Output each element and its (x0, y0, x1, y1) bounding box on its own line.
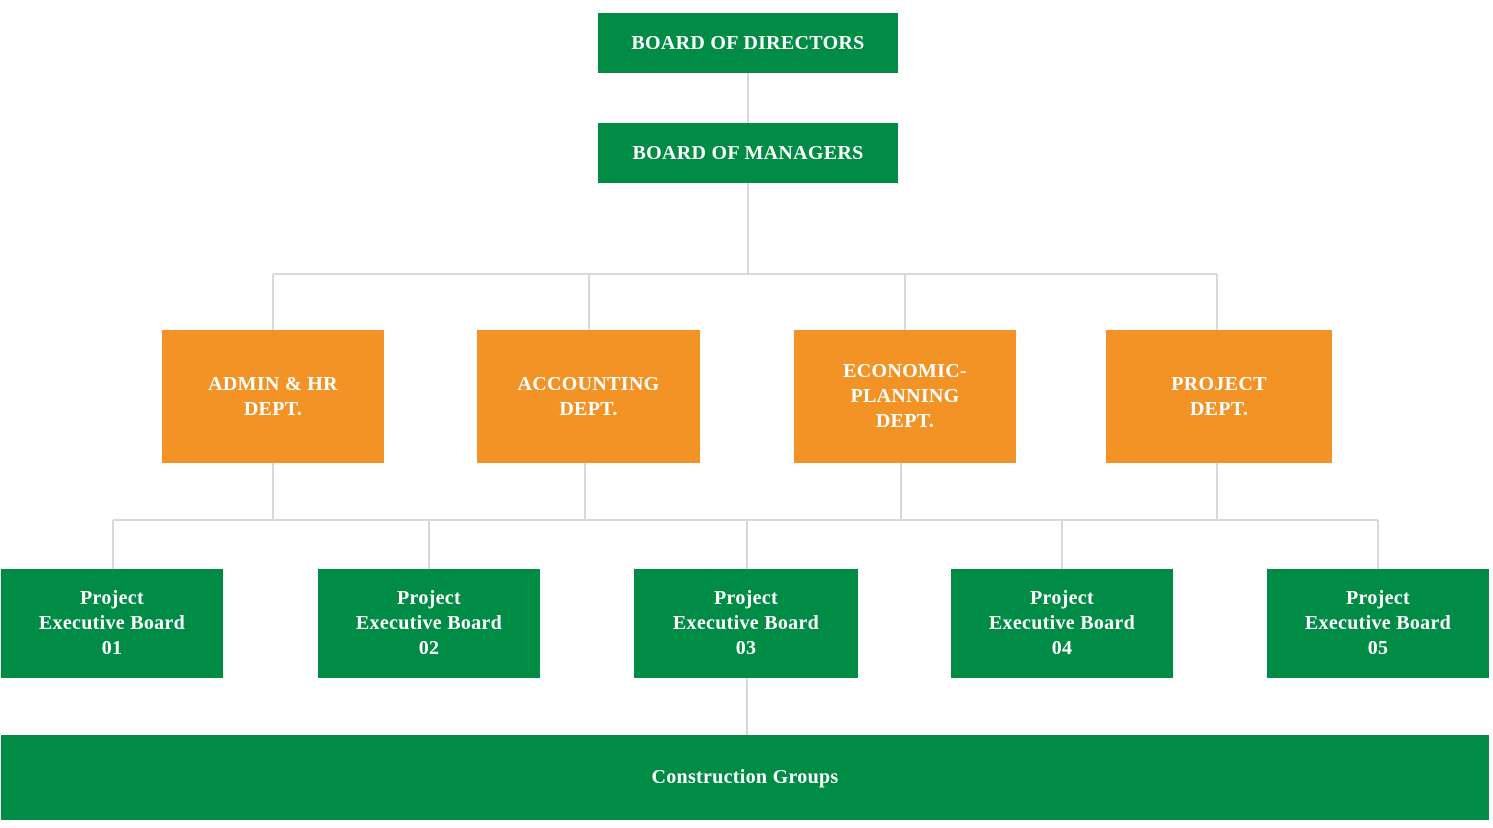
node-construction-groups: Construction Groups (1, 735, 1489, 820)
node-label: Project Executive Board 01 (38, 587, 186, 659)
node-label: Construction Groups (651, 766, 839, 788)
node-economic-planning-dept: ECONOMIC- PLANNING DEPT. (794, 330, 1016, 463)
node-project-executive-board-03: Project Executive Board 03 (634, 569, 858, 678)
node-project-dept: PROJECT DEPT. (1106, 330, 1332, 463)
node-label: ECONOMIC- PLANNING DEPT. (843, 360, 967, 432)
node-project-executive-board-01: Project Executive Board 01 (1, 569, 223, 678)
node-label: Project Executive Board 02 (355, 587, 503, 659)
node-label: Project Executive Board 04 (988, 587, 1136, 659)
node-project-executive-board-02: Project Executive Board 02 (318, 569, 540, 678)
node-accounting-dept: ACCOUNTING DEPT. (477, 330, 700, 463)
node-label: Project Executive Board 05 (1304, 587, 1452, 659)
node-board-of-managers: BOARD OF MANAGERS (598, 123, 898, 183)
node-project-executive-board-04: Project Executive Board 04 (951, 569, 1173, 678)
node-label: ADMIN & HR DEPT. (208, 372, 338, 420)
node-label: PROJECT DEPT. (1171, 372, 1267, 420)
node-board-of-directors: BOARD OF DIRECTORS (598, 13, 898, 73)
node-label: BOARD OF MANAGERS (632, 141, 864, 164)
node-project-executive-board-05: Project Executive Board 05 (1267, 569, 1489, 678)
node-label: ACCOUNTING DEPT. (517, 372, 660, 420)
node-label: Project Executive Board 03 (672, 587, 820, 659)
node-label: BOARD OF DIRECTORS (631, 31, 865, 54)
node-admin-hr-dept: ADMIN & HR DEPT. (162, 330, 384, 463)
